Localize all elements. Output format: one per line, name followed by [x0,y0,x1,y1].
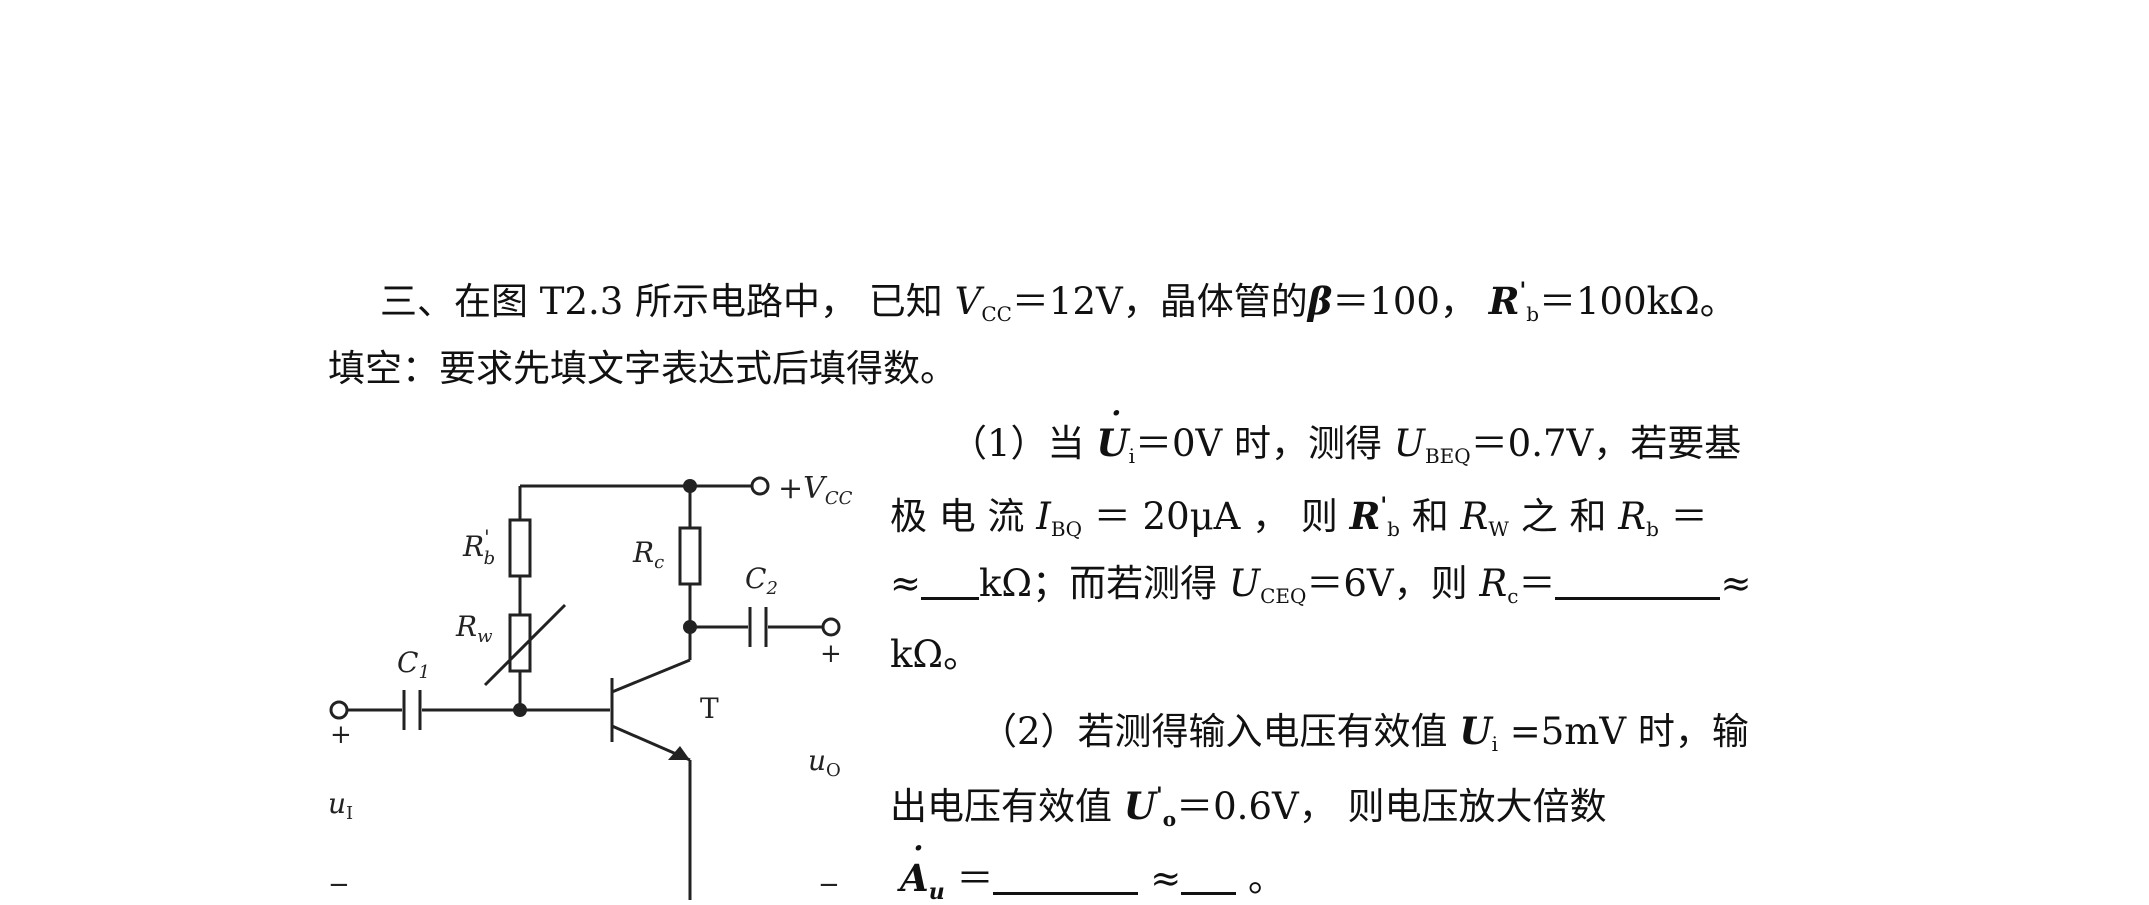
q1-line1: （1）当 Ui＝0V 时，测得 UBEQ＝0.7V，若要基 [950,399,1742,468]
uo-prime-sub: o [1162,807,1177,831]
q2-line2: 出电压有效值 U'o＝0.6V， 则电压放大倍数 [890,785,1606,829]
emitter-arrow [668,746,690,760]
ibq-var: I [1036,495,1051,538]
rb-sub: b [1646,517,1659,541]
rb-prime-resistor [508,518,532,578]
uo-label: uO [808,744,841,781]
junction-dot-base [513,703,527,717]
q2-text-2: =5mV 时，输 [1498,710,1749,753]
q2-line1: （2）若测得输入电压有效值 Ui =5mV 时，输 [980,710,1749,756]
circuit-diagram: +VCC R'b Rc C2 Rw C1 T + + uO uI − − [328,471,853,900]
q1-text-8: ＝ [1658,495,1708,538]
q2-text-6: ≈ [1138,857,1182,900]
q1-text-2: ＝0V 时，测得 [1135,422,1394,465]
intro-text-1: 三、在图 T2.3 所示电路中， 已知 [380,280,955,323]
au-phasor-var: A [900,834,929,897]
q1-text-9: ≈ [890,562,922,605]
ui-label: uI [328,787,353,824]
input-minus-label: − [328,870,350,900]
ui-rms-sub: i [1491,732,1498,756]
q1-text-6: 和 [1399,495,1461,538]
ui-phasor-var: U [1096,399,1128,462]
q1-line2: 极 电 流 IBQ ＝ 20μA ， 则 R'b 和 RW 之 和 Rb ＝ [890,495,1708,539]
ui-rms-var: U [1459,709,1492,753]
rw-label: Rw [455,610,493,647]
vcc-value: ＝12V，晶体管的 [1011,280,1308,323]
problem-intro-line1: 三、在图 T2.3 所示电路中， 已知 VCC＝12V，晶体管的β＝100， R… [380,280,1737,324]
q2-text-7: 。 [1236,857,1286,900]
rb-prime-var: R [1488,279,1520,323]
q2-line3: Au ＝ ≈ 。 [900,834,1286,905]
c1-label: C1 [397,646,430,683]
uo-prime-var: U [1123,784,1157,828]
q1-text-10: kΩ；而若测得 [979,562,1229,605]
junction-dot-collector [683,620,697,634]
ibq-sub: BQ [1050,517,1083,541]
q1-text-12: ＝ [1518,562,1556,605]
uceq-var: U [1228,562,1261,605]
rc-expression-blank[interactable] [1555,567,1721,600]
uceq-sub: CEQ [1260,584,1307,608]
beta-symbol: β [1307,279,1333,323]
problem-intro-line2: 填空：要求先填文字表达式后填得数。 [328,350,957,387]
q1-line4: kΩ。 [890,636,980,673]
rb-answer-blank[interactable] [921,567,980,600]
ubeq-sub: BEQ [1424,444,1471,468]
q1-text-14: kΩ。 [890,633,981,676]
ubeq-var: U [1393,422,1425,465]
output-terminal [821,617,841,637]
q1-text-1: （1）当 [950,422,1097,465]
vcc-terminal [750,476,770,496]
rc-sub: c [1507,584,1519,608]
q2-text-1: （2）若测得输入电压有效值 [980,710,1460,753]
rw-var: R [1460,495,1489,538]
rb-prime-value: ＝100kΩ。 [1539,280,1737,323]
rb-prime-label: R'b [462,525,495,569]
transistor-label: T [700,692,719,725]
junction-dot-top [683,479,697,493]
transistor-collector-leg [611,658,691,694]
rb-prime-sub-q1: b [1387,517,1400,541]
ui-sub: i [1128,444,1135,468]
q1-text-7: 之 和 [1508,495,1619,538]
rw-sub: W [1488,517,1509,541]
q1-text-3: ＝0.7V，若要基 [1470,422,1742,465]
vcc-sub: CC [981,302,1012,326]
beta-value: ＝100， [1332,280,1477,323]
au-value-blank[interactable] [1181,862,1237,895]
rb-var: R [1618,495,1647,538]
rb-prime-var-q1: R [1349,494,1381,538]
q2-text-4: ＝0.6V， 则电压放大倍数 [1176,785,1607,828]
rb-prime-sub: b [1526,302,1540,326]
vcc-label: +VCC [778,471,853,509]
rw-arrow-line [483,603,567,687]
q1-text-5: ＝ 20μA ， 则 [1082,495,1350,538]
rc-var: R [1479,562,1508,605]
q2-text-5: ＝ [944,857,994,900]
rc-label: Rc [632,536,664,573]
au-sub: u [928,879,945,905]
q1-text-13: ≈ [1720,562,1752,605]
q1-text-4: 极 电 流 [890,495,1037,538]
q2-text-3: 出电压有效值 [890,785,1124,828]
vcc-var: V [954,280,982,323]
q1-line3: ≈ kΩ；而若测得 UCEQ＝6V，则 Rc＝ ≈ [890,565,1751,606]
input-terminal [329,700,349,720]
output-minus-label: − [818,870,840,900]
q1-text-11: ＝6V，则 [1306,562,1480,605]
output-plus-label: + [820,639,842,669]
rb-prime-mark-q1: ' [1380,493,1388,519]
uo-prime-mark: ' [1156,783,1163,809]
c2-label: C2 [745,562,778,599]
rb-prime-mark: ' [1519,278,1527,304]
input-plus-label: + [330,720,352,750]
intro-instruction: 填空：要求先填文字表达式后填得数。 [328,347,957,390]
au-expression-blank[interactable] [993,862,1139,895]
rc-resistor [678,526,702,586]
